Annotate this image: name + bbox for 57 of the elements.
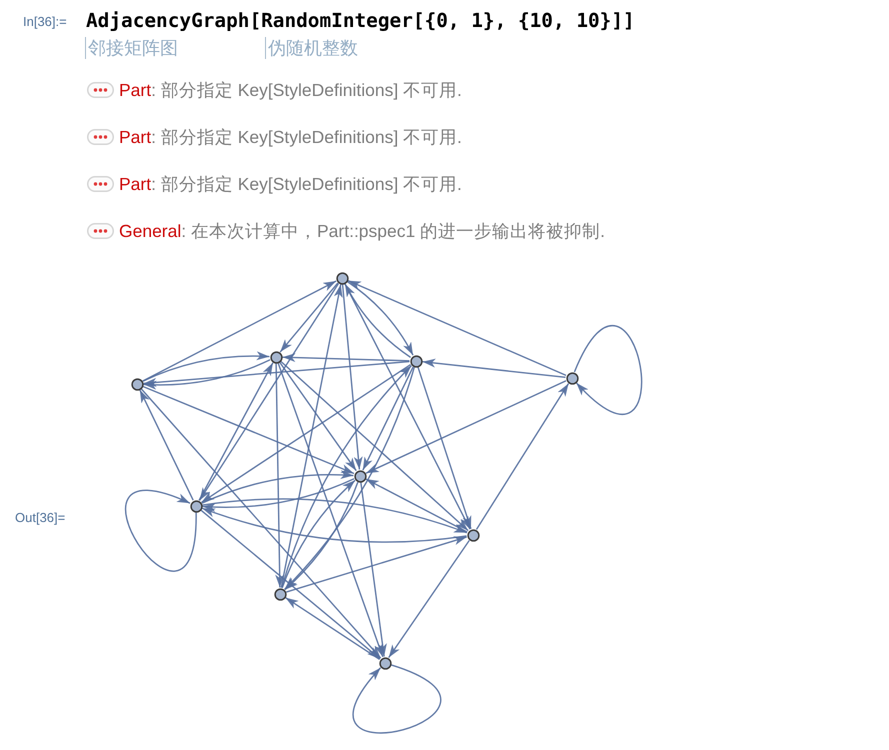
arrow (365, 478, 468, 533)
graph-vertex (190, 500, 202, 512)
message-text: General: 在本次计算中，Part::pspec1 的进一步输出将被抑制. (119, 220, 605, 242)
arrow (422, 358, 566, 378)
arrow (278, 362, 384, 658)
arrow (388, 540, 470, 658)
graph-vertex (336, 272, 348, 284)
arrow (202, 478, 354, 512)
arrow (282, 353, 410, 362)
graph-vertex (354, 470, 366, 482)
arrow (142, 386, 354, 474)
graph-vertex (410, 354, 422, 368)
arrow (285, 596, 380, 660)
arrow (139, 390, 194, 500)
graph-vertex (378, 656, 392, 670)
usage-annotation: 邻接矩阵图 (85, 37, 178, 59)
message-text: Part: 部分指定 Key[StyleDefinitions] 不可用. (119, 79, 462, 101)
graph-vertex (566, 372, 578, 384)
message-text: Part: 部分指定 Key[StyleDefinitions] 不可用. (119, 126, 462, 148)
arrow (202, 498, 468, 534)
output-prompt-label: Out[36]= (15, 510, 66, 526)
message-text: Part: 部分指定 Key[StyleDefinitions] 不可用. (119, 173, 462, 195)
arrow (142, 352, 270, 382)
arrow (198, 362, 274, 501)
graph-vertex (274, 588, 286, 600)
arrow (360, 482, 387, 657)
arrow (417, 366, 472, 530)
input-prompt-label: In[36]:= (23, 14, 67, 30)
graph-vertex (466, 528, 480, 542)
arrow (143, 359, 270, 390)
arrow (143, 360, 410, 387)
arrow (275, 363, 284, 588)
arrow (286, 536, 467, 593)
arrow (200, 510, 380, 660)
self-loop-arrow (352, 664, 441, 734)
self-loop-arrow (574, 326, 642, 415)
arrow (362, 366, 414, 470)
graph-vertex (130, 378, 144, 390)
graph-vertex (270, 350, 282, 364)
arrow (280, 282, 338, 352)
arrow (280, 360, 469, 532)
arrow (280, 284, 343, 588)
arrow (348, 280, 566, 376)
arrow (202, 508, 467, 543)
arrow (344, 283, 471, 530)
arrow (198, 283, 340, 501)
arrow (201, 364, 411, 503)
arrow (476, 383, 570, 530)
self-loop-arrow (124, 490, 197, 572)
arrow (279, 362, 357, 472)
code-text: AdjacencyGraph[RandomInteger[{0, 1}, {10, 10}]] (86, 8, 635, 32)
arrow (142, 280, 337, 382)
arrow (366, 380, 566, 474)
arrow (202, 470, 354, 504)
arrow (140, 388, 382, 659)
usage-annotation: 伪随机整数 (265, 37, 358, 59)
arrow (342, 284, 363, 470)
